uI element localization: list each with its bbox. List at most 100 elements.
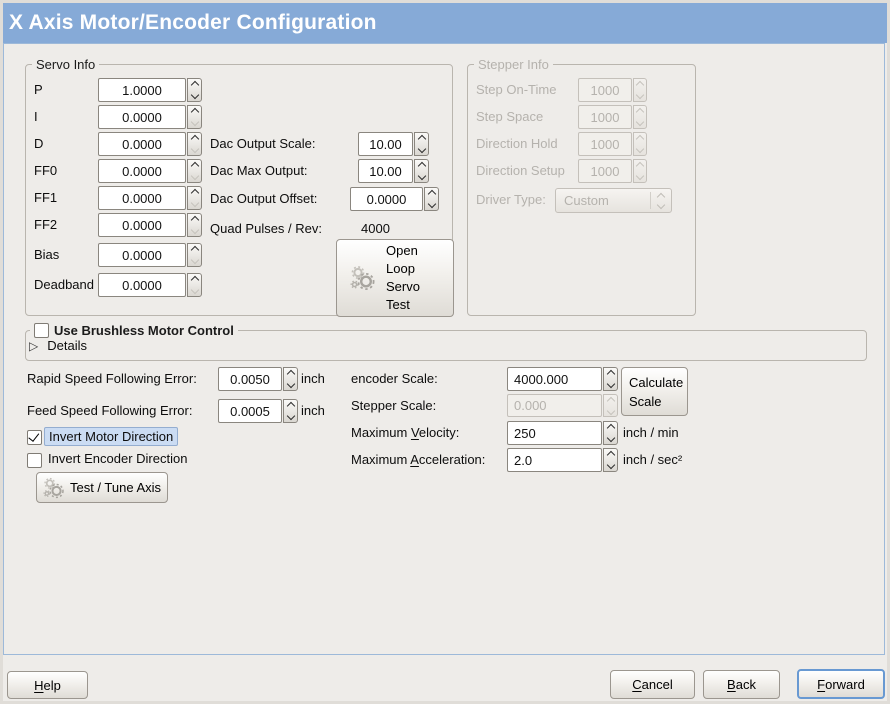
chevron-up-icon[interactable] (190, 107, 199, 117)
deadband-label: Deadband (34, 277, 94, 292)
max-velocity-input[interactable] (507, 421, 602, 445)
brushless-frame: Use Brushless Motor Control ▷ Details (25, 322, 867, 361)
bias-input[interactable] (98, 243, 186, 267)
chevron-up-icon[interactable] (606, 369, 615, 379)
driver-type-combobox: Custom (555, 188, 672, 213)
rapid-following-error-spinner[interactable] (283, 367, 298, 391)
use-brushless-label[interactable]: Use Brushless Motor Control (54, 323, 234, 338)
chevron-down-icon (635, 117, 645, 127)
p-spinner[interactable] (187, 78, 202, 102)
step-on-time-label: Step On-Time (476, 82, 557, 97)
chevron-up-icon[interactable] (190, 161, 199, 171)
forward-button[interactable]: Forward (797, 669, 885, 699)
chevron-up-icon[interactable] (190, 245, 199, 255)
chevron-up-icon[interactable] (286, 401, 295, 411)
feed-following-error-input[interactable] (218, 399, 282, 423)
dac-output-offset-input[interactable] (350, 187, 423, 211)
ff0-input[interactable] (98, 159, 186, 183)
calculate-scale-button[interactable]: Calculate Scale (621, 367, 688, 416)
chevron-down-icon[interactable] (417, 171, 426, 181)
test-tune-axis-button[interactable]: Test / Tune Axis (36, 472, 168, 503)
chevron-up-icon[interactable] (190, 215, 199, 225)
invert-encoder-label[interactable]: Invert Encoder Direction (48, 451, 188, 466)
chevron-up-icon[interactable] (417, 161, 426, 171)
max-velocity-spinner[interactable] (603, 421, 618, 445)
deadband-spinner[interactable] (187, 273, 202, 297)
ff1-spinner[interactable] (187, 186, 202, 210)
chevron-down-icon[interactable] (190, 90, 199, 100)
ff1-input[interactable] (98, 186, 186, 210)
dac-max-output-spinner[interactable] (414, 159, 429, 183)
gears-icon (43, 477, 64, 498)
details-label[interactable]: Details (47, 338, 87, 353)
chevron-up-icon[interactable] (606, 423, 615, 433)
chevron-up-icon[interactable] (190, 80, 199, 90)
chevron-down-icon[interactable] (190, 225, 199, 235)
dac-output-scale-spinner[interactable] (414, 132, 429, 156)
encoder-scale-input[interactable] (507, 367, 602, 391)
chevron-down-icon[interactable] (190, 171, 199, 181)
chevron-down-icon[interactable] (606, 460, 615, 470)
back-button[interactable]: Back (703, 670, 780, 699)
invert-encoder-checkbox[interactable] (27, 453, 42, 468)
help-button[interactable]: Help (7, 671, 88, 699)
ff2-spinner[interactable] (187, 213, 202, 237)
step-space-input (578, 105, 632, 129)
invert-motor-label[interactable]: Invert Motor Direction (44, 427, 179, 446)
details-expander[interactable]: ▷ Details (29, 338, 87, 353)
test-tune-axis-label: Test / Tune Axis (69, 480, 162, 495)
page-title: X Axis Motor/Encoder Configuration (9, 11, 377, 34)
max-acceleration-spinner[interactable] (603, 448, 618, 472)
chevron-down-icon[interactable] (417, 144, 426, 154)
deadband-input[interactable] (98, 273, 186, 297)
chevron-down-icon (606, 406, 615, 415)
chevron-up-icon[interactable] (417, 134, 426, 144)
driver-type-value: Custom (564, 193, 609, 208)
max-velocity-unit: inch / min (623, 425, 679, 440)
chevron-down-icon[interactable] (427, 199, 436, 209)
chevron-down-icon[interactable] (190, 144, 199, 154)
d-spinner[interactable] (187, 132, 202, 156)
i-input[interactable] (98, 105, 186, 129)
ff2-input[interactable] (98, 213, 186, 237)
i-spinner[interactable] (187, 105, 202, 129)
servo-info-legend: Servo Info (32, 56, 100, 73)
dac-max-output-input[interactable] (358, 159, 413, 183)
chevron-up-icon[interactable] (190, 275, 199, 285)
chevron-down-icon[interactable] (190, 198, 199, 208)
direction-setup-input (578, 159, 632, 183)
chevron-down-icon[interactable] (286, 379, 295, 389)
chevron-down-icon[interactable] (286, 411, 295, 421)
feed-following-error-spinner[interactable] (283, 399, 298, 423)
bias-spinner[interactable] (187, 243, 202, 267)
open-loop-servo-test-button[interactable]: Open Loop Servo Test (336, 239, 454, 317)
chevron-up-icon[interactable] (190, 134, 199, 144)
cancel-button[interactable]: Cancel (610, 670, 695, 699)
content-panel (3, 43, 885, 655)
invert-motor-checkbox[interactable] (27, 430, 42, 445)
dac-output-scale-input[interactable] (358, 132, 413, 156)
p-input[interactable] (98, 78, 186, 102)
forward-label: Forward (817, 676, 865, 692)
chevron-up-icon[interactable] (190, 188, 199, 198)
dac-output-offset-spinner[interactable] (424, 187, 439, 211)
use-brushless-checkbox[interactable] (34, 323, 49, 338)
chevron-up-icon[interactable] (286, 369, 295, 379)
expander-triangle-icon[interactable]: ▷ (29, 338, 39, 353)
ff0-spinner[interactable] (187, 159, 202, 183)
chevron-up-icon[interactable] (606, 450, 615, 460)
direction-hold-input (578, 132, 632, 156)
chevron-down-icon[interactable] (190, 285, 199, 295)
i-label: I (34, 109, 38, 124)
chevron-down-icon[interactable] (606, 379, 615, 389)
encoder-scale-spinner[interactable] (603, 367, 618, 391)
d-input[interactable] (98, 132, 186, 156)
chevron-down-icon[interactable] (606, 433, 615, 443)
chevron-up-icon[interactable] (427, 189, 436, 199)
rapid-following-error-input[interactable] (218, 367, 282, 391)
direction-hold-spinner (633, 132, 647, 156)
max-acceleration-input[interactable] (507, 448, 602, 472)
chevron-down-icon[interactable] (190, 255, 199, 265)
chevron-down-icon[interactable] (190, 117, 199, 127)
